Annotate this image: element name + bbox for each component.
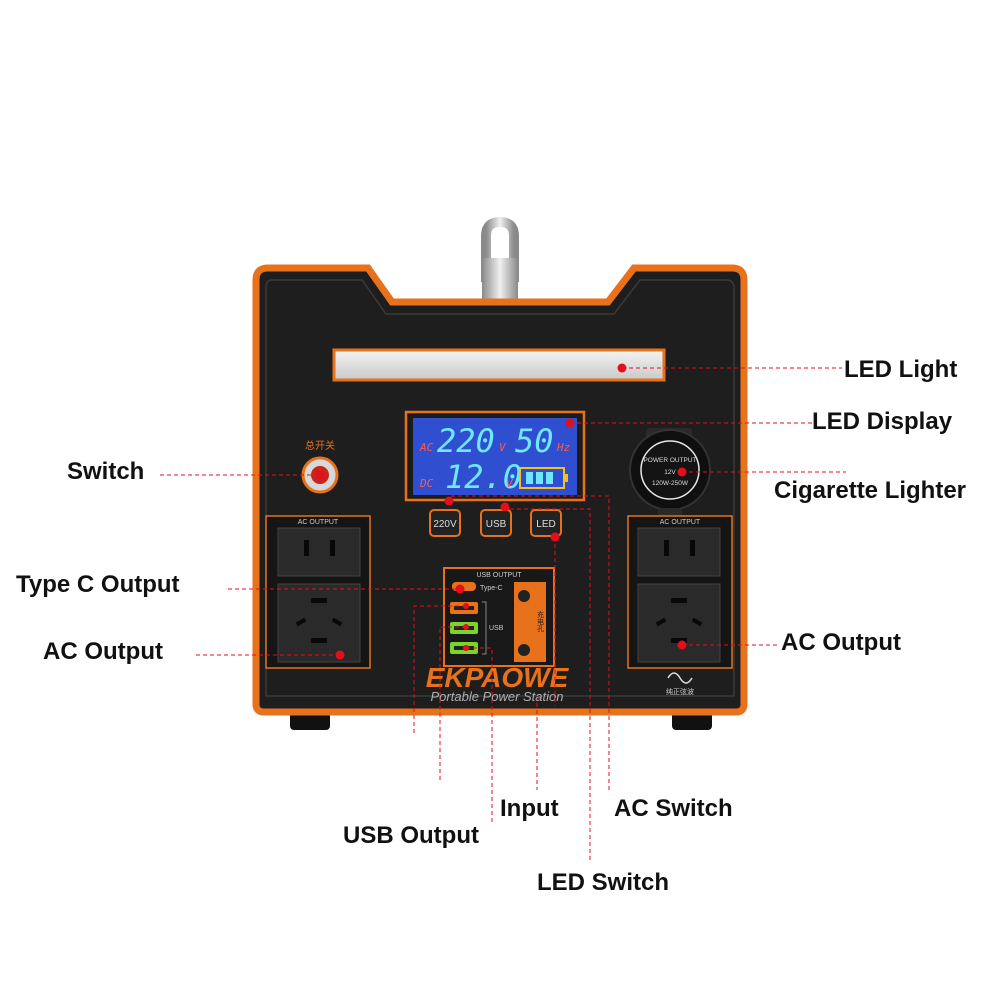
led-display: AC 220 V 50 Hz DC 12.0 V: [404, 410, 586, 502]
lcd-ac-label: AC: [419, 441, 434, 454]
ac-switch-label: 220V: [433, 519, 457, 530]
lighter-label-line1: POWER OUTPUT: [643, 457, 696, 464]
right-socket-upper[interactable]: [637, 527, 721, 577]
type-c-label: Type-C: [480, 585, 503, 592]
lighter-label-line2: 12V: [664, 469, 676, 476]
leader-usb-output-1: [413, 605, 466, 735]
right-socket-label: AC OUTPUT: [660, 519, 701, 526]
lcd-ac-voltage: 220: [437, 422, 495, 460]
led-switch-button[interactable]: LED: [530, 509, 562, 537]
callout-cigarette-lighter: Cigarette Lighter: [774, 477, 967, 504]
usb-label: USB: [489, 625, 504, 632]
callout-input: Input: [500, 795, 559, 822]
cigarette-lighter[interactable]: POWER OUTPUT 12V 120W-250W: [629, 428, 711, 522]
left-socket-lower[interactable]: [277, 583, 361, 663]
lcd-dc-label: DC: [419, 477, 434, 490]
ac-switch-button[interactable]: 220V: [429, 509, 461, 537]
charge-port-label: 充电孔: [537, 610, 545, 633]
led-switch-label: LED: [536, 519, 555, 530]
leader-usb-output-2: [439, 626, 466, 780]
usb-switch-button[interactable]: USB: [480, 509, 512, 537]
sine-wave-icon: [667, 672, 693, 684]
callout-ac-output-left: AC Output: [43, 638, 163, 665]
callout-usb-output: USB Output: [343, 822, 479, 849]
lcd-dc-voltage: 12.0: [445, 458, 522, 496]
leader-input: [536, 698, 540, 790]
lcd-frequency: 50: [515, 422, 554, 460]
usb-switch-label: USB: [486, 519, 507, 530]
callout-switch: Switch: [67, 458, 145, 485]
power-switch-label: 总开关: [305, 439, 335, 452]
callout-led-display: LED Display: [812, 408, 953, 435]
right-socket-lower[interactable]: [637, 583, 721, 663]
brand-subtitle: Portable Power Station: [431, 689, 564, 704]
callout-type-c-output: Type C Output: [16, 571, 180, 598]
input-port-top[interactable]: [518, 590, 530, 602]
lcd-hz-unit: Hz: [556, 441, 571, 454]
lighter-label-line3: 120W-250W: [652, 480, 689, 487]
left-socket-upper[interactable]: [277, 527, 361, 577]
leader-usb-output-3: [466, 647, 493, 824]
usb-panel-title: USB OUTPUT: [476, 572, 522, 579]
input-port-bottom[interactable]: [518, 644, 530, 656]
usb-output-panel: USB OUTPUT Type-C USB 充电孔: [443, 567, 555, 667]
left-socket-label: AC OUTPUT: [298, 519, 339, 526]
callout-led-switch: LED Switch: [537, 869, 670, 896]
sine-wave-label: 纯正弦波: [666, 687, 694, 696]
carry-handle: [481, 216, 519, 304]
callout-led-light: LED Light: [844, 356, 958, 383]
lcd-v-unit-2: V: [506, 477, 514, 490]
callout-ac-output-right: AC Output: [781, 629, 901, 656]
marker-dots: [315, 363, 687, 660]
left-ac-output: AC OUTPUT: [265, 515, 371, 669]
brand-logo: EKPAOWE: [426, 662, 570, 693]
battery-icon: [519, 467, 568, 489]
lcd-v-unit-1: V: [499, 441, 507, 454]
callout-ac-switch: AC Switch: [614, 795, 733, 822]
led-light-bar: [332, 348, 666, 382]
